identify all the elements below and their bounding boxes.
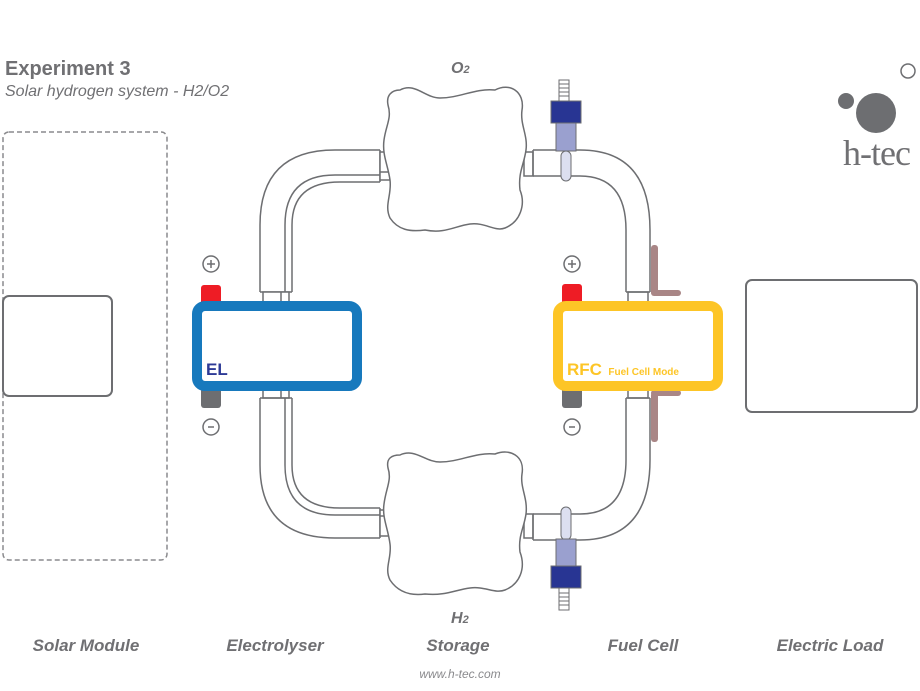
- label-electric-load: Electric Load: [776, 636, 884, 655]
- label-electrolyser: Electrolyser: [226, 636, 324, 655]
- el-minus-terminal[interactable]: [201, 388, 221, 436]
- h-tec-logo-text: h-tec: [843, 133, 911, 173]
- label-solar-module: Solar Module: [32, 636, 140, 655]
- fuel-cell-box[interactable]: [553, 301, 723, 391]
- o2-storage-tank[interactable]: [382, 86, 528, 232]
- h-tec-logo-mark: [838, 63, 916, 133]
- o2-valve[interactable]: [550, 79, 582, 182]
- tube-el-h2: [259, 385, 391, 539]
- o2-subscript: 2: [463, 64, 470, 76]
- heater-clip-top: [651, 245, 681, 296]
- footer-url[interactable]: www.h-tec.com: [419, 667, 501, 681]
- electrolyser-label: EL: [206, 360, 228, 379]
- tube-o2-rfc: [523, 149, 651, 305]
- label-fuel-cell: Fuel Cell: [607, 636, 679, 655]
- solar-module-frame[interactable]: [2, 131, 168, 561]
- fuel-cell-mode: Fuel Cell Mode: [608, 367, 679, 378]
- rfc-plus-terminal[interactable]: [562, 255, 582, 304]
- el-plus-terminal[interactable]: [201, 255, 221, 305]
- solar-module-panel[interactable]: [2, 295, 113, 397]
- experiment-title: Experiment 3: [5, 58, 131, 80]
- h2-subscript: 2: [462, 614, 469, 626]
- electrolyser-box[interactable]: [192, 301, 362, 391]
- experiment-subtitle: Solar hydrogen system - H2/O2: [5, 83, 230, 100]
- h2-symbol: H: [451, 610, 463, 627]
- h2-storage-tank[interactable]: [382, 451, 528, 596]
- h2-label: H2: [451, 610, 469, 628]
- label-storage: Storage: [426, 636, 490, 655]
- electric-load-box[interactable]: [745, 279, 918, 413]
- heater-clip-bottom: [651, 390, 681, 442]
- h2-valve[interactable]: [550, 506, 582, 611]
- o2-label: O2: [451, 60, 470, 78]
- rfc-minus-terminal[interactable]: [562, 388, 582, 436]
- tube-el-o2: [259, 149, 391, 305]
- fuel-cell-label: RFC Fuel Cell Mode: [567, 360, 679, 380]
- o2-symbol: O: [451, 60, 464, 77]
- tube-h2-rfc: [523, 385, 651, 541]
- fuel-cell-short: RFC: [567, 360, 602, 379]
